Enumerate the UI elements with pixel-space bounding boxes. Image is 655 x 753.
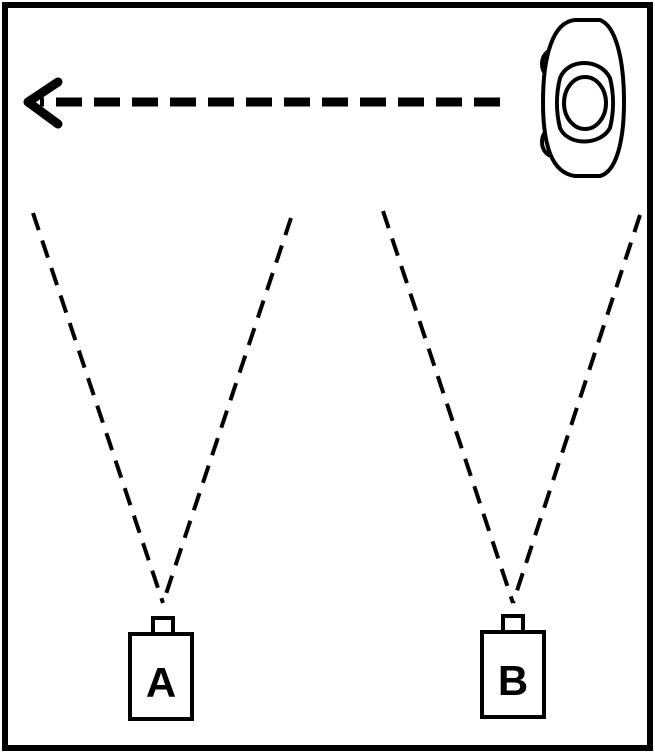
camera-a-view-cone	[31, 212, 293, 604]
camera-b-view-left-edge	[381, 210, 515, 604]
camera-a-view-left-edge	[31, 212, 165, 604]
camera-b-body	[480, 630, 546, 719]
camera-a-label: A	[146, 659, 176, 706]
left-arrow-icon	[23, 77, 63, 129]
camera-a-body	[128, 632, 194, 721]
camera-b: B	[480, 614, 546, 719]
motion-arrow	[23, 77, 500, 129]
camera-icon	[501, 614, 525, 634]
camera-b-view-cone	[381, 210, 642, 604]
camera-icon	[151, 616, 175, 636]
camera-b-label: B	[498, 657, 528, 704]
car-top-view-icon	[540, 18, 627, 178]
camera-a: A	[128, 616, 194, 721]
camera-b-view-right-edge	[511, 214, 642, 604]
camera-a-view-right-edge	[161, 217, 293, 604]
car-roof	[562, 75, 608, 131]
